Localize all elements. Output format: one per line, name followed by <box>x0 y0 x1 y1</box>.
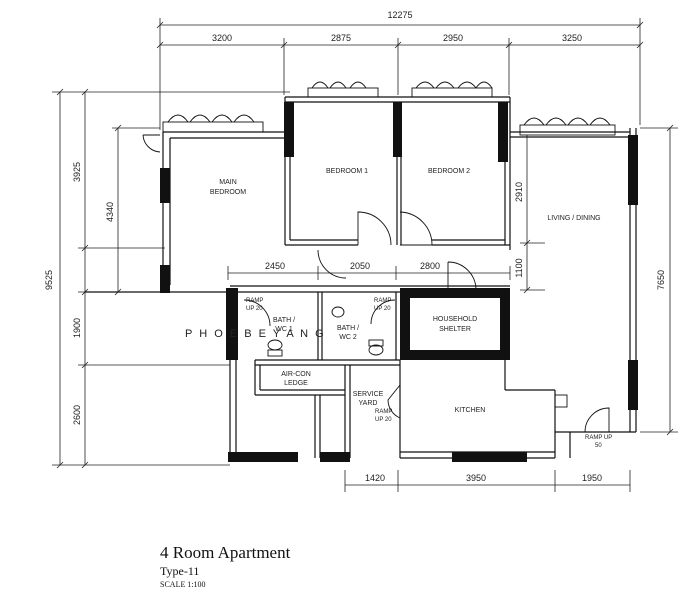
label-shelter-2: SHELTER <box>439 326 471 333</box>
left-dimensions <box>52 88 290 469</box>
dim-right-2: 1100 <box>514 258 524 277</box>
plan-caption: 4 Room Apartment Type-11 SCALE 1:100 <box>160 543 290 591</box>
label-bath-2-a: BATH / <box>337 325 359 332</box>
dim-bottom-3: 1950 <box>582 473 602 483</box>
ramp-bath2-1: RAMP <box>374 298 391 304</box>
dim-left-total: 9525 <box>44 270 54 290</box>
dim-left-1: 3925 <box>72 162 82 182</box>
doors <box>142 134 610 433</box>
dim-top-2: 2875 <box>331 33 351 43</box>
label-bath-1-a: BATH / <box>273 317 295 324</box>
right-dimensions <box>520 124 678 436</box>
dim-left-4: 2600 <box>72 405 82 425</box>
dim-top-1: 3200 <box>212 33 232 43</box>
label-main-bedroom-1: MAIN <box>219 179 237 186</box>
ramp-service-1: RAMP <box>375 409 392 415</box>
dim-mid-2: 2050 <box>350 261 370 271</box>
dim-total-width: 12275 <box>387 10 412 20</box>
label-bedroom-1: BEDROOM 1 <box>326 168 368 175</box>
label-aircon-2: LEDGE <box>284 380 308 387</box>
dim-right-total: 7650 <box>656 270 666 290</box>
label-aircon-1: AIR-CON <box>281 371 311 378</box>
top-dimensions <box>156 18 644 130</box>
structural-walls <box>160 102 638 462</box>
label-service-yard-2: YARD <box>359 400 378 407</box>
label-shelter-1: HOUSEHOLD <box>433 316 477 323</box>
dim-right-1: 2910 <box>514 182 524 202</box>
ramp-bath1-1: RAMP <box>246 298 263 304</box>
dim-top-3: 2950 <box>443 33 463 43</box>
dim-top-4: 3250 <box>562 33 582 43</box>
dim-mid-1: 2450 <box>265 261 285 271</box>
plan-title: 4 Room Apartment <box>160 543 291 562</box>
fixtures <box>267 306 568 408</box>
label-service-yard-1: SERVICE <box>353 391 384 398</box>
dim-left-3: 1900 <box>72 318 82 338</box>
windows <box>162 81 616 136</box>
ramp-bath2-2: UP 20 <box>374 306 391 312</box>
label-kitchen: KITCHEN <box>455 407 486 414</box>
middle-dimensions <box>227 266 511 280</box>
bottom-dimensions <box>344 470 631 492</box>
dim-bottom-2: 3950 <box>466 473 486 483</box>
dim-mid-3: 2800 <box>420 261 440 271</box>
ramp-entrance-2: 50 <box>595 443 602 449</box>
ramp-entrance-1: RAMP UP <box>585 435 612 441</box>
label-bath-2-b: WC 2 <box>339 334 357 341</box>
dim-bottom-1: 1420 <box>365 473 385 483</box>
plan-type: Type-11 <box>160 564 200 578</box>
label-main-bedroom-2: BEDROOM <box>210 189 246 196</box>
label-bath-1-b: WC 1 <box>275 326 293 333</box>
ramp-bath1-2: UP 20 <box>246 306 263 312</box>
dim-left-2: 4340 <box>105 202 115 222</box>
label-living-dining: LIVING / DINING <box>547 215 600 222</box>
label-bedroom-2: BEDROOM 2 <box>428 168 470 175</box>
plan-scale: SCALE 1:100 <box>160 580 206 589</box>
ramp-service-2: UP 20 <box>375 417 392 423</box>
watermark: P H O E B E Y A N G <box>185 328 326 340</box>
